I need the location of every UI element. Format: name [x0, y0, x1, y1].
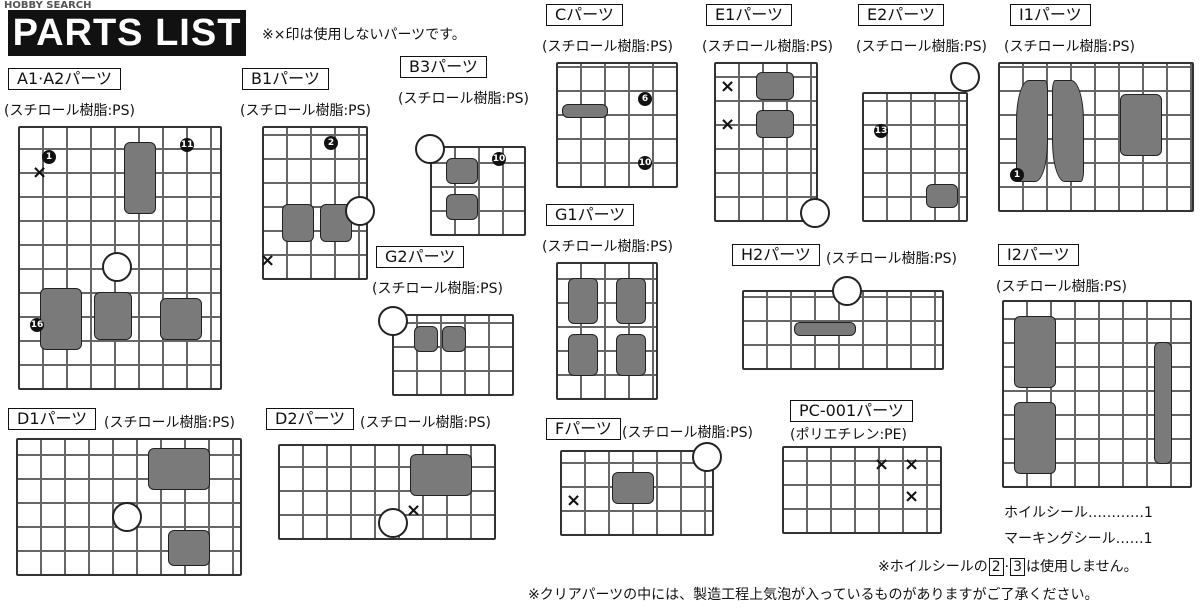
sprue-g2-runner-ring: [378, 306, 408, 336]
sprue-a1a2: 1 × 11 16: [18, 126, 222, 390]
section-material-e1: (スチロール樹脂:PS): [702, 39, 833, 55]
sprue-e2-runner-ring: [950, 62, 980, 92]
section-material-i1: (スチロール樹脂:PS): [1004, 39, 1135, 55]
sprue-e1: × ×: [714, 62, 818, 222]
sprue-e2: 13: [862, 92, 968, 222]
sprue-pc001: × × ×: [782, 446, 942, 534]
sprue-e1-runner-ring: [800, 198, 830, 228]
section-material-g2: (スチロール樹脂:PS): [372, 281, 503, 297]
section-material-e2: (スチロール樹脂:PS): [856, 39, 987, 55]
section-material-d2: (スチロール樹脂:PS): [360, 415, 491, 431]
seal-foil: ホイルシール…………1: [1004, 505, 1153, 521]
section-material-d1: (スチロール樹脂:PS): [104, 415, 235, 431]
section-label-e2: E2パーツ: [858, 4, 944, 26]
sprue-d1-runner-ring: [112, 502, 142, 532]
section-label-pc001: PC-001パーツ: [790, 400, 913, 422]
unused-parts-note: ※×印は使用しないパーツです。: [262, 27, 466, 43]
section-label-b1: B1パーツ: [242, 68, 329, 90]
section-material-h2: (スチロール樹脂:PS): [826, 251, 957, 267]
sprue-f: ×: [560, 450, 714, 536]
section-material-i2: (スチロール樹脂:PS): [996, 279, 1127, 295]
clear-parts-note: ※クリアパーツの中には、製造工程上気泡が入っているものがありますがご了承ください…: [528, 587, 1099, 603]
section-label-h2: H2パーツ: [732, 244, 820, 266]
sprue-f-runner-ring: [692, 442, 722, 472]
section-label-a1a2: A1·A2パーツ: [8, 68, 122, 90]
sprue-b3-runner-ring: [415, 134, 445, 164]
watermark: HOBBY SEARCH: [4, 0, 92, 11]
sprue-h2-runner-ring: [832, 276, 862, 306]
section-material-g1: (スチロール樹脂:PS): [542, 239, 673, 255]
section-material-pc001: (ポリエチレン:PE): [790, 427, 907, 443]
section-label-i2: I2パーツ: [998, 244, 1079, 266]
section-label-d2: D2パーツ: [266, 408, 355, 430]
section-material-f: (スチロール樹脂:PS): [622, 425, 753, 441]
seal-marking: マーキングシール……1: [1004, 531, 1153, 547]
section-label-b3: B3パーツ: [400, 56, 487, 78]
section-label-f: Fパーツ: [546, 418, 621, 440]
section-label-d1: D1パーツ: [8, 408, 97, 430]
page-title: PARTS LIST: [8, 10, 246, 56]
section-material-a1a2: (スチロール樹脂:PS): [4, 103, 135, 119]
section-material-b1: (スチロール樹脂:PS): [240, 103, 371, 119]
sprue-c: 6 10: [556, 62, 678, 188]
section-label-i1: I1パーツ: [1010, 4, 1091, 26]
sprue-i2: [1002, 300, 1192, 488]
sprue-i1: 1: [998, 62, 1194, 212]
sprue-d2-runner-ring: [378, 508, 408, 538]
section-material-b3: (スチロール樹脂:PS): [398, 91, 529, 107]
section-label-e1: E1パーツ: [706, 4, 792, 26]
sprue-b1-runner-ring: [345, 196, 375, 226]
section-label-c: Cパーツ: [546, 4, 623, 26]
section-label-g2: G2パーツ: [376, 246, 465, 268]
section-label-g1: G1パーツ: [546, 204, 635, 226]
sprue-d1: [16, 438, 242, 576]
section-material-c: (スチロール樹脂:PS): [542, 39, 673, 55]
sprue-b3: 10: [430, 146, 526, 236]
sprue-g2: [392, 314, 514, 396]
sprue-g1: [556, 262, 658, 400]
